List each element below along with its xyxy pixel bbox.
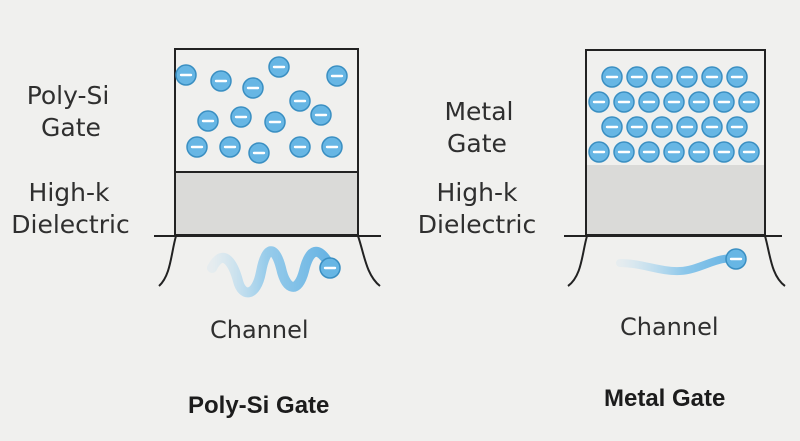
right-dielectric-fill bbox=[586, 165, 765, 235]
left-electrons bbox=[175, 56, 348, 279]
electron-icon bbox=[738, 141, 760, 163]
electron-icon bbox=[725, 248, 747, 270]
electron-icon bbox=[219, 136, 241, 158]
electron-icon bbox=[663, 141, 685, 163]
right-gate-structure bbox=[564, 49, 786, 287]
left-dielectric-fill bbox=[175, 172, 358, 235]
right-channel-curve-left bbox=[567, 235, 588, 287]
right-dielectric-label-line2: Dielectric bbox=[417, 210, 537, 239]
right-gate-label-line1: Metal bbox=[444, 97, 514, 126]
electron-icon bbox=[175, 64, 197, 86]
left-channel-curve-left bbox=[158, 235, 177, 287]
electron-icon bbox=[701, 116, 723, 138]
right-dielectric-label-line1: High-k bbox=[436, 178, 518, 207]
electron-icon bbox=[321, 136, 343, 158]
electron-icon bbox=[248, 142, 270, 164]
electron-icon bbox=[676, 66, 698, 88]
electron-icon bbox=[663, 91, 685, 113]
left-channel-curve-right bbox=[357, 235, 381, 287]
electron-icon bbox=[626, 116, 648, 138]
electron-icon bbox=[726, 116, 748, 138]
electron-icon bbox=[197, 110, 219, 132]
left-dielectric-label-line2: Dielectric bbox=[11, 210, 130, 239]
electron-icon bbox=[588, 91, 610, 113]
electron-icon bbox=[726, 66, 748, 88]
electron-icon bbox=[651, 66, 673, 88]
electron-icon bbox=[310, 104, 332, 126]
right-channel-label: Channel bbox=[620, 313, 719, 341]
right-electrons bbox=[588, 66, 760, 270]
electron-icon bbox=[186, 136, 208, 158]
electron-icon bbox=[601, 116, 623, 138]
electron-icon bbox=[601, 66, 623, 88]
left-caption: Poly-Si Gate bbox=[188, 392, 330, 419]
electron-icon bbox=[626, 66, 648, 88]
electron-icon bbox=[326, 65, 348, 87]
right-channel-curve-right bbox=[764, 235, 786, 287]
electron-icon bbox=[613, 91, 635, 113]
left-gate-label-line2: Gate bbox=[41, 113, 101, 142]
electron-icon bbox=[289, 136, 311, 158]
electron-icon bbox=[319, 257, 341, 279]
electron-icon bbox=[701, 66, 723, 88]
electron-icon bbox=[638, 91, 660, 113]
electron-icon bbox=[268, 56, 290, 78]
electron-icon bbox=[713, 91, 735, 113]
electron-icon bbox=[713, 141, 735, 163]
left-dielectric-label-line1: High-k bbox=[28, 178, 110, 207]
left-gate-structure bbox=[154, 48, 381, 298]
right-channel-wave bbox=[616, 254, 741, 276]
electron-icon bbox=[738, 91, 760, 113]
electron-icon bbox=[688, 141, 710, 163]
electron-icon bbox=[638, 141, 660, 163]
left-channel-wave bbox=[207, 246, 337, 298]
electron-icon bbox=[676, 116, 698, 138]
electron-icon bbox=[289, 90, 311, 112]
electron-icon bbox=[613, 141, 635, 163]
right-gate-label-line2: Gate bbox=[447, 129, 507, 158]
electron-icon bbox=[210, 70, 232, 92]
electron-icon bbox=[651, 116, 673, 138]
electron-icon bbox=[588, 141, 610, 163]
right-caption: Metal Gate bbox=[604, 385, 726, 412]
electron-icon bbox=[230, 106, 252, 128]
electron-icon bbox=[242, 77, 264, 99]
electron-icon bbox=[264, 111, 286, 133]
electron-icon bbox=[688, 91, 710, 113]
left-gate-label-line1: Poly-Si bbox=[26, 81, 110, 110]
left-channel-label: Channel bbox=[210, 316, 309, 344]
